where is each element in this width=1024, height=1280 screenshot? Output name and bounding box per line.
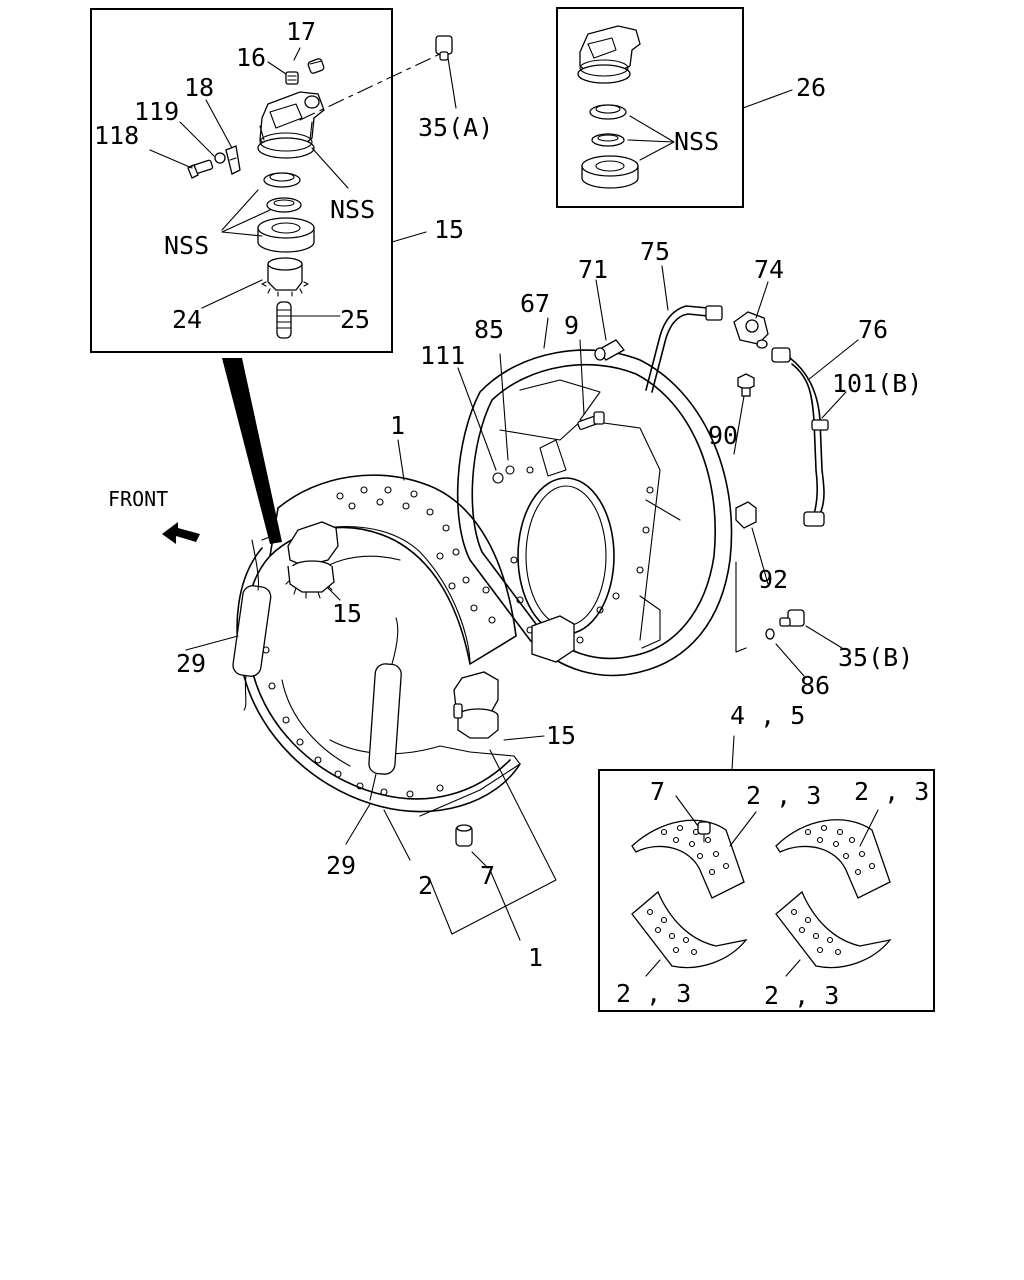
callout-labels: FRONT 17 16 18 119 118 35(A) NSS NSS 15 … <box>94 17 929 1010</box>
part-74-union <box>733 311 769 349</box>
callout-76: 76 <box>858 315 888 344</box>
callout-nss-upper: NSS <box>330 195 375 224</box>
part-29-return-spring-left <box>232 535 273 711</box>
part-17-pin <box>307 58 325 74</box>
shoe-rivet-holes <box>262 486 496 798</box>
part-75-brake-pipe <box>645 305 723 393</box>
inset-leaders-a <box>149 47 301 169</box>
shoe-adjuster-upper <box>285 521 339 599</box>
callout-7-inset: 7 <box>650 777 665 806</box>
main-leaders <box>185 265 859 941</box>
part-92-plug <box>735 501 757 529</box>
part-nss-seal-stack <box>257 172 315 253</box>
callout-75: 75 <box>640 237 670 266</box>
inset-linings-leaders <box>645 795 879 977</box>
callout-85: 85 <box>474 315 504 344</box>
part-7-rivet <box>697 821 711 843</box>
front-arrow-icon <box>162 522 200 544</box>
callout-nss-lower: NSS <box>164 231 209 260</box>
part-35a-bolt <box>435 35 457 109</box>
callout-4-5: 4 , 5 <box>730 701 805 730</box>
part-18-bracket <box>225 145 241 175</box>
inset-adjuster-kit-26 <box>556 7 793 208</box>
callout-2-3-top-left: 2 , 3 <box>746 781 821 810</box>
part-71-bleeder-cap <box>594 339 625 361</box>
callout-90: 90 <box>708 421 738 450</box>
part-35b-bolt <box>779 609 805 627</box>
part-26-housing <box>577 25 641 84</box>
callout-2-3-bottom-left: 2 , 3 <box>616 979 691 1008</box>
part-2-3-lining-top-right <box>775 819 891 899</box>
part-2-3-lining-top-left <box>631 819 745 899</box>
callout-7-lower: 7 <box>480 861 495 890</box>
centerline-35a <box>299 53 441 121</box>
part-24-adjuster-gear <box>261 257 309 297</box>
front-label: FRONT <box>108 487 168 511</box>
inset26-nss-leaders <box>627 115 675 161</box>
callout-74: 74 <box>754 255 784 284</box>
part-67-backing-plate <box>456 349 747 677</box>
callout-9: 9 <box>564 311 579 340</box>
callout-29-left: 29 <box>176 649 206 678</box>
part-86-washer <box>765 628 775 640</box>
callout-71: 71 <box>578 255 608 284</box>
callout-15-lower: 15 <box>546 721 576 750</box>
callout-nss-26: NSS <box>674 127 719 156</box>
callout-16: 16 <box>236 43 266 72</box>
callout-17: 17 <box>286 17 316 46</box>
part-9-bolt <box>577 411 605 430</box>
inset-adjuster-assembly <box>90 8 441 353</box>
callout-25: 25 <box>340 305 370 334</box>
part-76-flex-hose <box>771 347 829 527</box>
shoe-adjuster-lower <box>453 671 499 739</box>
part-7-pin-lower <box>455 824 473 847</box>
callout-92: 92 <box>758 565 788 594</box>
part-90-bolt <box>737 373 755 397</box>
part-118-bolt <box>187 159 214 179</box>
callout-2-3-bottom-right: 2 , 3 <box>764 981 839 1010</box>
part-1-brake-shoe-assembly <box>232 474 521 817</box>
callout-101b: 101(B) <box>832 369 922 398</box>
callout-67: 67 <box>520 289 550 318</box>
callout-118: 118 <box>94 121 139 150</box>
inset-leaders-b <box>201 147 349 317</box>
callout-29-lower: 29 <box>326 851 356 880</box>
part-119-washer <box>214 152 226 164</box>
callout-15-inset: 15 <box>434 215 464 244</box>
callout-35b: 35(B) <box>838 643 913 672</box>
callout-2-3-top-right: 2 , 3 <box>854 777 929 806</box>
part-26-seals <box>581 104 639 189</box>
callout-26: 26 <box>796 73 826 102</box>
callout-24: 24 <box>172 305 202 334</box>
callout-1-lower: 1 <box>528 943 543 972</box>
inset-15-leader <box>391 231 427 243</box>
part-16-bleeder <box>285 71 299 85</box>
inset-linings-frame <box>598 769 935 1012</box>
callout-35a: 35(A) <box>418 113 493 142</box>
inset-brake-linings <box>598 769 935 1012</box>
detail-pointer-arrow <box>222 358 282 544</box>
callout-86: 86 <box>800 671 830 700</box>
part-25-worm-shaft <box>276 301 292 339</box>
callout-18: 18 <box>184 73 214 102</box>
callout-15-middle: 15 <box>332 599 362 628</box>
part-2-3-lining-bottom-right <box>775 890 892 969</box>
inset-frame <box>90 8 393 353</box>
callout-2: 2 <box>418 871 433 900</box>
part-2-3-lining-bottom-left <box>631 890 748 969</box>
callout-111: 111 <box>420 341 465 370</box>
callout-119: 119 <box>134 97 179 126</box>
callout-1-upper: 1 <box>390 411 405 440</box>
inset26-leader <box>742 89 793 109</box>
part-adjuster-housing <box>257 91 325 159</box>
part-29-return-spring-lower <box>368 617 402 801</box>
